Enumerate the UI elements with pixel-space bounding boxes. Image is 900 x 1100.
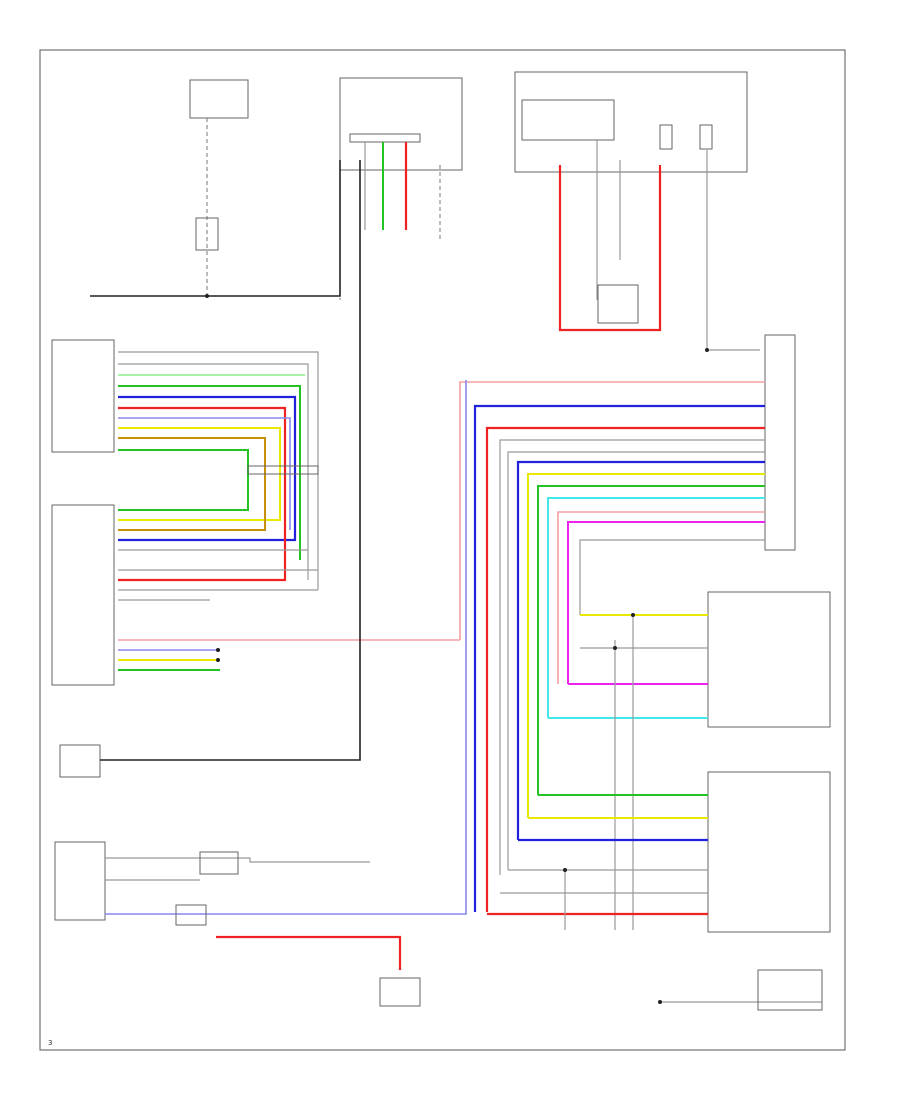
right-connector-pins	[764, 334, 796, 551]
fuse-element-2	[699, 124, 713, 150]
wire-gray-bus-2	[507, 451, 765, 870]
top-fuse-area	[189, 71, 748, 173]
wire-gray-bus	[499, 439, 765, 875]
wire-gray-bus-3	[579, 539, 765, 615]
splice-dot	[205, 294, 209, 298]
fuse-element-1	[659, 124, 673, 150]
wire-cyan-bus	[547, 497, 765, 718]
wire-green-ecm	[118, 385, 301, 560]
splice-dot	[631, 613, 635, 617]
wire-gray-lever-1	[105, 857, 370, 863]
wire-magenta-bus	[567, 521, 765, 684]
wire-orange-ecm	[118, 437, 266, 531]
wire-pink-bus	[459, 381, 765, 640]
tcm-connector-stub	[247, 465, 319, 475]
wire-blue-ecm	[118, 395, 297, 542]
fuse-block-left	[189, 79, 249, 119]
wire-gray-ecm-2	[118, 363, 309, 580]
wire-violet-lever	[105, 380, 467, 915]
shift-lever-box	[54, 841, 106, 921]
wire-green-bus	[537, 485, 765, 795]
splice-dot	[563, 868, 567, 872]
wire-gray-ecm-1	[118, 351, 319, 590]
ground-bottom	[379, 977, 421, 1007]
bottom-switch-box	[757, 969, 823, 1011]
wire-red-ecm	[118, 406, 287, 582]
splice-dot	[658, 1000, 662, 1004]
park-switch-box	[59, 744, 101, 778]
splice-dot	[216, 658, 220, 662]
page-number: 3	[48, 1039, 52, 1047]
wire-blue-bus	[473, 404, 765, 912]
relay-element	[521, 99, 615, 141]
wire-red-bus	[485, 426, 765, 912]
relay-box-right	[514, 71, 748, 173]
wire-gray-fuse	[706, 150, 760, 351]
wire-black-main	[90, 160, 341, 297]
shift-sensor-box-lower	[707, 771, 831, 933]
wire-pink-bus-2	[557, 511, 765, 684]
ecm-box	[51, 339, 115, 453]
splice-dot	[613, 646, 617, 650]
wire-black-park	[100, 160, 361, 761]
wire-yellow-bus	[527, 473, 765, 818]
junction-block-center	[339, 77, 463, 171]
ground-point-relay	[597, 284, 639, 324]
wire-violet-ecm	[118, 417, 291, 530]
wire-green-ecm-2	[118, 449, 249, 511]
wire-red-lever	[216, 935, 402, 970]
splice-box	[195, 217, 219, 251]
tcm-box	[51, 504, 115, 686]
wire-blue-bus-2	[516, 460, 765, 840]
connector-lever	[199, 851, 239, 875]
splice-dot	[216, 648, 220, 652]
connector-lever-2	[175, 904, 207, 926]
connector-stub	[349, 133, 421, 143]
diagram-frame	[39, 49, 846, 1051]
wire-red-relay-loop	[558, 165, 662, 332]
shift-sensor-box-upper	[707, 591, 831, 728]
splice-dot	[705, 348, 709, 352]
